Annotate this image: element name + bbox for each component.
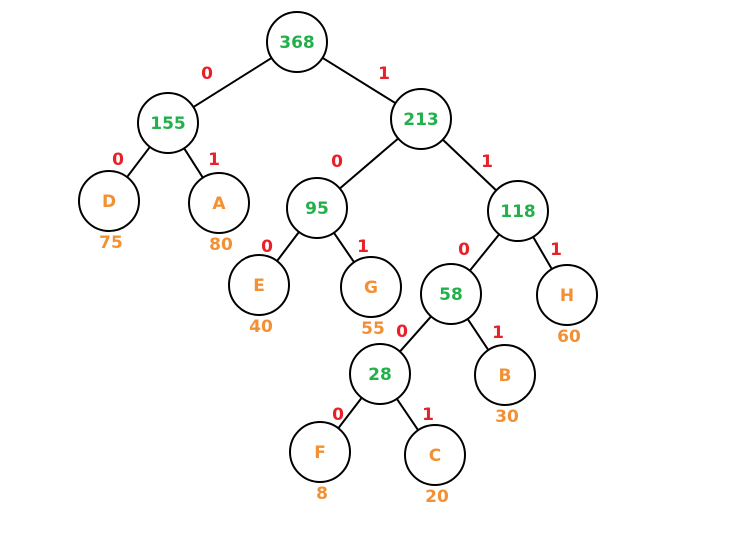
node-label-nD: D (102, 192, 116, 212)
nodes-layer (78, 11, 598, 486)
edge-label-e213-118: 1 (481, 152, 493, 172)
node-weight-nB: 30 (495, 407, 519, 427)
node-circle-nF (289, 421, 351, 483)
edge-e155-A (183, 147, 204, 179)
edge-label-e118-58: 0 (458, 240, 470, 260)
node-circle-nA (188, 172, 250, 234)
node-label-nH: H (560, 286, 574, 306)
edge-label-e58-B: 1 (492, 323, 504, 343)
node-circle-nH (536, 264, 598, 326)
node-label-n28: 28 (368, 365, 392, 385)
edge-e28-C (396, 398, 419, 431)
node-circle-nB (474, 344, 536, 406)
node-label-n155: 155 (150, 114, 186, 134)
edge-e118-58 (469, 233, 500, 272)
edge-e213-95 (339, 137, 399, 190)
edge-label-e28-F: 0 (332, 405, 344, 425)
node-weight-nG: 55 (361, 319, 385, 339)
node-label-nG: G (364, 278, 378, 298)
node-circle-n28 (349, 343, 411, 405)
edge-e95-E (276, 231, 300, 262)
node-weight-nA: 80 (209, 235, 233, 255)
edge-e155-D (126, 146, 151, 178)
node-label-n213: 213 (403, 110, 439, 130)
edge-label-e368-213: 1 (378, 64, 390, 84)
node-weight-nD: 75 (99, 233, 123, 253)
node-label-n118: 118 (500, 202, 536, 222)
edge-label-e368-155: 0 (201, 64, 213, 84)
edges-layer (126, 56, 553, 431)
node-circle-n58 (420, 263, 482, 325)
edge-e58-28 (399, 315, 432, 353)
node-weight-nC: 20 (425, 487, 449, 507)
edge-e213-118 (442, 138, 497, 192)
node-circle-nD (78, 170, 140, 232)
node-label-nB: B (499, 366, 512, 386)
node-label-n58: 58 (439, 285, 463, 305)
edge-label-e95-E: 0 (261, 237, 273, 257)
edge-e118-H (532, 236, 553, 270)
node-circle-n95 (286, 177, 348, 239)
edge-e28-F (337, 397, 363, 429)
node-weight-nH: 60 (557, 327, 581, 347)
node-circle-n155 (137, 92, 199, 154)
node-circle-n368 (266, 11, 328, 73)
edge-e95-G (333, 232, 355, 263)
node-label-n368: 368 (279, 33, 315, 53)
edge-label-e155-D: 0 (112, 150, 124, 170)
node-circle-nC (404, 424, 466, 486)
node-label-nA: A (212, 194, 226, 214)
node-weight-nE: 40 (249, 317, 273, 337)
node-circle-nE (228, 254, 290, 316)
node-label-nF: F (314, 443, 326, 463)
node-label-nE: E (253, 276, 265, 296)
node-circle-n118 (487, 180, 549, 242)
edge-e368-213 (321, 56, 397, 105)
edge-label-e213-95: 0 (331, 152, 343, 172)
node-label-nC: C (429, 446, 441, 466)
edge-label-e28-C: 1 (422, 405, 434, 425)
node-weight-nF: 8 (316, 484, 328, 504)
edge-label-e118-H: 1 (550, 240, 562, 260)
edge-label-e95-G: 1 (357, 237, 369, 257)
node-label-n95: 95 (305, 199, 329, 219)
node-circle-nG (340, 256, 402, 318)
edge-label-e58-28: 0 (396, 322, 408, 342)
edge-e368-155 (192, 57, 273, 108)
node-circle-n213 (390, 88, 452, 150)
edge-label-e155-A: 1 (208, 150, 220, 170)
edge-e58-B (466, 318, 490, 351)
